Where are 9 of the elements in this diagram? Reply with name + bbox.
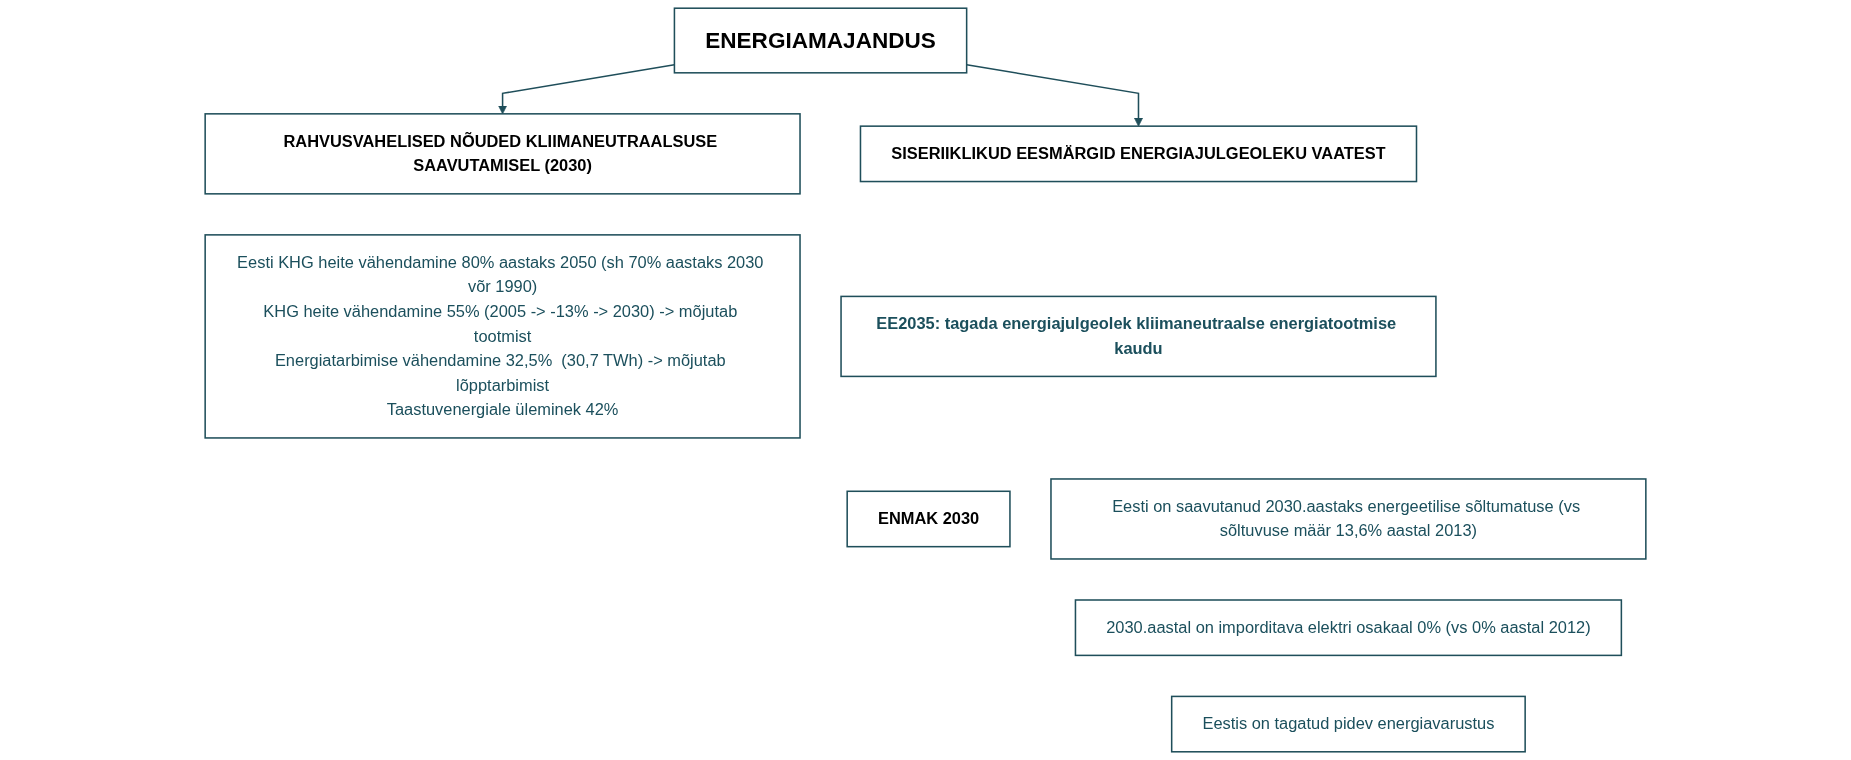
node-box: Eesti on saavutanud 2030.aastaks energeetilise sõltumatuse (vs sõltuvuse määr 13,6% aastal 2013) xyxy=(1050,478,1647,560)
node-box: Eesti KHG heite vähendamine 80% aastaks 2050 (sh 70% aastaks 2030 võr 1990) KHG heite vähendamine 55% (2005 -> -13% -> 2030) -> mõjutab tootmist Energiatarbimise vähendamine 32,5% (30,7 TWh) -> mõjutab lõpptarbimist Taastuvenergiale üleminek 42% xyxy=(204,234,801,439)
node-box: ENERGIAMAJANDUS xyxy=(673,7,968,74)
node-box: 2030.aastal on imporditava elektri osakaal 0% (vs 0% aastal 2012) xyxy=(1074,599,1623,657)
node-box: EE2035: tagada energiajulgeolek kliimaneutraalse energiatootmise kaudu xyxy=(840,295,1437,378)
node-box: RAHVUSVAHELISED NÕUDED KLIIMANEUTRAALSUSE SAAVUTAMISEL (2030) xyxy=(204,113,801,195)
node-box: ENMAK 2030 xyxy=(846,490,1011,548)
node-box: SISERIIKLIKUD EESMÄRGID ENERGIAJULGEOLEKU VAATEST xyxy=(859,125,1418,183)
node-box: Eestis on tagatud pidev energiavarustus xyxy=(1170,695,1526,753)
